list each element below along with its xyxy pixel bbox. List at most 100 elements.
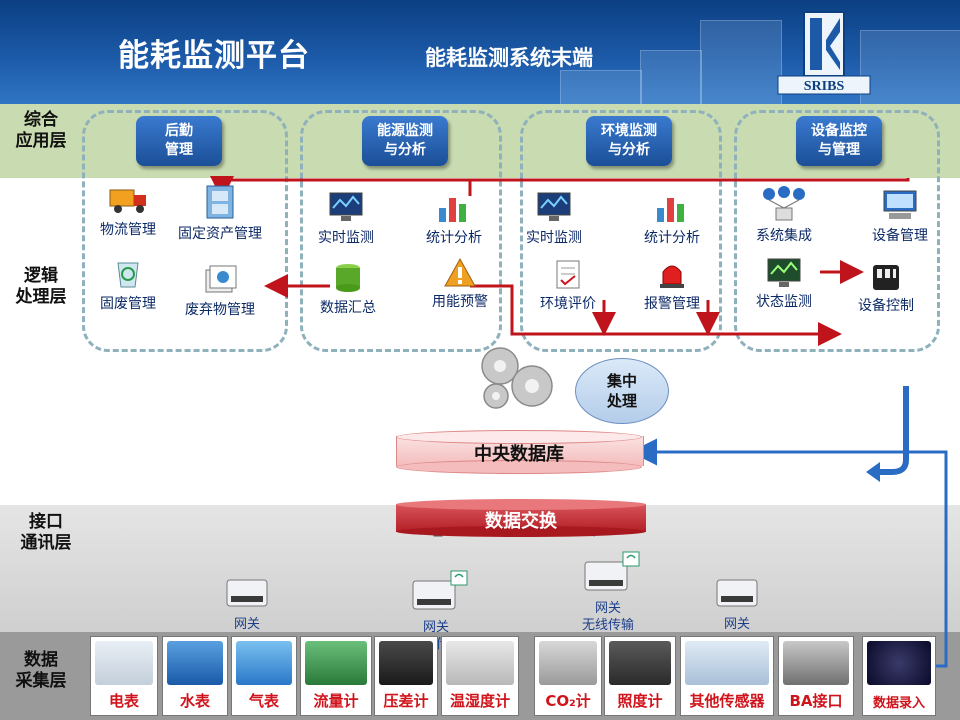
water-meter-icon: [167, 641, 223, 685]
item-env-evaluation[interactable]: 环境评价: [528, 258, 608, 313]
building-decoration: [860, 30, 960, 104]
item-label: 设备管理: [872, 228, 928, 244]
building-decoration: [560, 70, 642, 104]
item-alarm-mgmt[interactable]: 报警管理: [634, 258, 710, 313]
ba-panel-icon: [783, 641, 849, 685]
building-decoration: [700, 20, 782, 104]
item-solid-waste[interactable]: 固废管理: [90, 256, 166, 313]
module-group-energy: [300, 110, 502, 352]
item-status-monitor[interactable]: 状态监测: [744, 256, 824, 311]
item-label: 统计分析: [644, 230, 700, 246]
item-label: 废弃物管理: [185, 302, 255, 318]
item-fixed-assets[interactable]: 固定资产管理: [170, 182, 270, 243]
wireless-gateway-icon: [412, 570, 468, 610]
wireless-gateway-icon: [584, 551, 640, 591]
central-database[interactable]: 中央数据库: [396, 430, 644, 474]
sensor-gas-meter[interactable]: 气表: [231, 636, 297, 716]
bubble-label: 集中 处理: [606, 372, 637, 410]
arrow-curve-down: [878, 386, 909, 475]
sensor-temp-humidity[interactable]: 温湿度计: [441, 636, 519, 716]
item-realtime-energy[interactable]: 实时监测: [306, 190, 386, 247]
gateway-4[interactable]: 网关: [702, 574, 772, 633]
item-label: 设备控制: [858, 298, 914, 314]
warning-icon: [444, 257, 476, 287]
module-logistics-button[interactable]: 后勤 管理: [136, 116, 222, 166]
alarm-light-icon: [660, 265, 684, 288]
item-label: 实时监测: [526, 230, 582, 246]
gateway-label: 网关: [233, 617, 260, 632]
item-stats-env[interactable]: 统计分析: [634, 190, 710, 247]
bar-chart-icon: [657, 198, 684, 222]
sensor-flow-meter[interactable]: 流量计: [300, 636, 372, 716]
item-label: 状态监测: [756, 294, 812, 310]
sensor-ba-interface[interactable]: BA接口: [778, 636, 854, 716]
sensor-pressure-diff[interactable]: 压差计: [374, 636, 438, 716]
svg-text:SRIBS: SRIBS: [804, 79, 845, 94]
item-equipment-control[interactable]: 设备控制: [848, 262, 924, 315]
central-database-label: 中央数据库: [474, 444, 564, 465]
building-decoration: [640, 50, 702, 104]
sensor-water-meter[interactable]: 水表: [162, 636, 228, 716]
monitor-icon: [329, 192, 363, 221]
filing-cabinet-icon: [206, 185, 234, 219]
sensor-co2[interactable]: CO₂计: [534, 636, 602, 716]
sensor-data-entry[interactable]: 数据录入: [862, 636, 936, 716]
monitor-icon: [537, 192, 571, 221]
item-logistics[interactable]: 物流管理: [90, 182, 166, 239]
sensor-lux-meter[interactable]: 照度计: [604, 636, 676, 716]
network-nodes-icon: [763, 186, 805, 221]
sensor-label: 温湿度计: [449, 692, 510, 710]
sribs-logo: SRIBS: [774, 10, 874, 98]
page-title: 能耗监测平台: [118, 38, 310, 74]
item-data-aggregate[interactable]: 数据汇总: [308, 262, 388, 317]
electric-meter-icon: [95, 641, 153, 685]
item-waste-material[interactable]: 废弃物管理: [172, 262, 268, 319]
item-realtime-env[interactable]: 实时监测: [516, 190, 592, 247]
item-energy-warning[interactable]: 用能预警: [422, 256, 498, 311]
sensor-label: 压差计: [383, 692, 429, 710]
control-panel-icon: [873, 265, 899, 290]
gateway-3[interactable]: 网关 无线传输: [566, 548, 650, 634]
sensor-device-icon: [685, 641, 769, 685]
co2-meter-icon: [539, 641, 597, 685]
sensor-label: 气表: [248, 692, 279, 710]
module-equipment-button[interactable]: 设备监控 与管理: [796, 116, 882, 166]
gateway-1[interactable]: 网关: [212, 574, 282, 633]
data-exchange[interactable]: 数据交换: [396, 499, 646, 537]
gateway-device-icon: [226, 579, 268, 607]
module-energy-button[interactable]: 能源监测 与分析: [362, 116, 448, 166]
central-processing-bubble: 集中 处理: [575, 358, 669, 424]
item-label: 固废管理: [100, 296, 156, 312]
computer-icon: [883, 190, 917, 219]
arrow-warning-to-control: [470, 284, 842, 346]
layer-label-app: 综合 应用层: [15, 110, 67, 151]
data-entry-icon: [867, 641, 931, 685]
item-label: 固定资产管理: [178, 226, 262, 242]
pressure-meter-icon: [379, 641, 433, 685]
item-label: 物流管理: [100, 222, 156, 238]
database-stack-icon: [336, 264, 360, 292]
sensor-electric-meter[interactable]: 电表: [90, 636, 158, 716]
sensor-label: 照度计: [617, 692, 663, 710]
page-subtitle: 能耗监测系统末端: [425, 46, 593, 70]
gateway-label: 网关 无线传输: [581, 601, 634, 633]
bar-chart-icon: [439, 198, 466, 222]
item-label: 系统集成: [756, 228, 812, 244]
item-system-integration[interactable]: 系统集成: [744, 184, 824, 245]
sensor-label: CO₂计: [545, 692, 591, 710]
item-label: 数据汇总: [320, 300, 376, 316]
item-stats-energy[interactable]: 统计分析: [416, 190, 492, 247]
item-label: 报警管理: [644, 296, 700, 312]
flow-meter-icon: [305, 641, 367, 685]
item-equipment-mgmt[interactable]: 设备管理: [862, 188, 938, 245]
thermo-hygrometer-icon: [446, 641, 514, 685]
sensor-other[interactable]: 其他传感器: [680, 636, 774, 716]
module-environment-button[interactable]: 环境监测 与分析: [586, 116, 672, 166]
truck-icon: [109, 189, 146, 213]
monitor-icon: [767, 258, 801, 287]
arrow-data-entry-to-db: [630, 438, 948, 668]
lux-meter-icon: [609, 641, 671, 685]
sensor-label: 电表: [108, 692, 139, 710]
layer-label-interface: 接口 通讯层: [20, 512, 72, 553]
sensor-label: 其他传感器: [689, 692, 765, 710]
